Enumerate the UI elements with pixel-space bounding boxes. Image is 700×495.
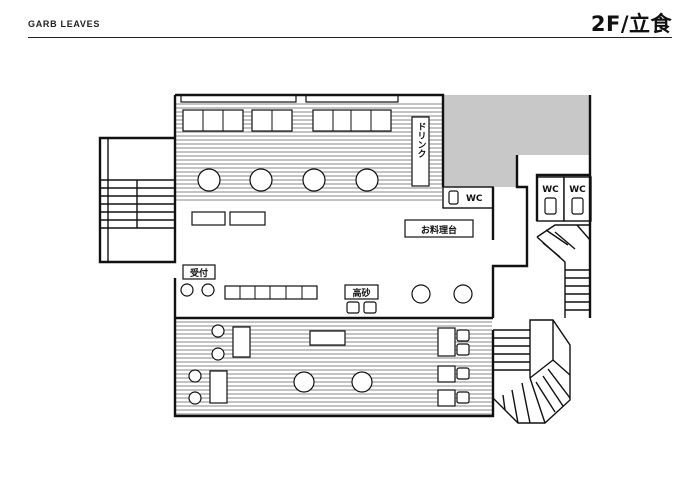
upper-counters — [182, 109, 392, 132]
middle-round-table-1 — [411, 284, 431, 304]
toilet-icon-left — [544, 197, 557, 215]
toilet-icon-right — [571, 197, 584, 215]
cooking-station — [404, 219, 474, 238]
shaded-area — [443, 95, 590, 187]
wc-left-label: WC — [542, 185, 559, 195]
floor-title: 2F/立食 — [590, 12, 672, 36]
high-seats-sign — [344, 284, 379, 300]
wc-right-label: WC — [569, 185, 586, 195]
right-upper-staircase — [536, 224, 591, 318]
middle-long-bench — [224, 285, 318, 300]
left-staircase — [100, 138, 175, 262]
drink-counter — [411, 116, 430, 187]
brand-name: GARB LEAVES — [28, 19, 101, 29]
right-lower-staircase — [492, 319, 571, 424]
high-seat-chair-2 — [363, 301, 377, 314]
high-seats-label: 高砂 — [352, 287, 370, 299]
upper-round-tables — [197, 168, 379, 192]
upper-counter-dividers — [202, 110, 372, 131]
reception-sign — [182, 264, 216, 280]
lower-furniture — [188, 324, 470, 407]
toilet-icon-main — [448, 190, 459, 205]
reception-chair-1 — [180, 283, 194, 297]
middle-benches — [191, 211, 266, 226]
drink-label: ドリンク — [416, 122, 427, 158]
reception-label: 受付 — [190, 267, 208, 279]
reception-chair-2 — [201, 283, 215, 297]
wc-main-label: WC — [466, 194, 483, 204]
middle-long-bench-dividers — [239, 286, 303, 299]
high-seat-chair-1 — [346, 301, 360, 314]
header-divider — [28, 37, 672, 38]
walls — [98, 93, 592, 418]
cooking-station-label: お料理台 — [421, 224, 457, 236]
middle-round-table-2 — [453, 284, 473, 304]
